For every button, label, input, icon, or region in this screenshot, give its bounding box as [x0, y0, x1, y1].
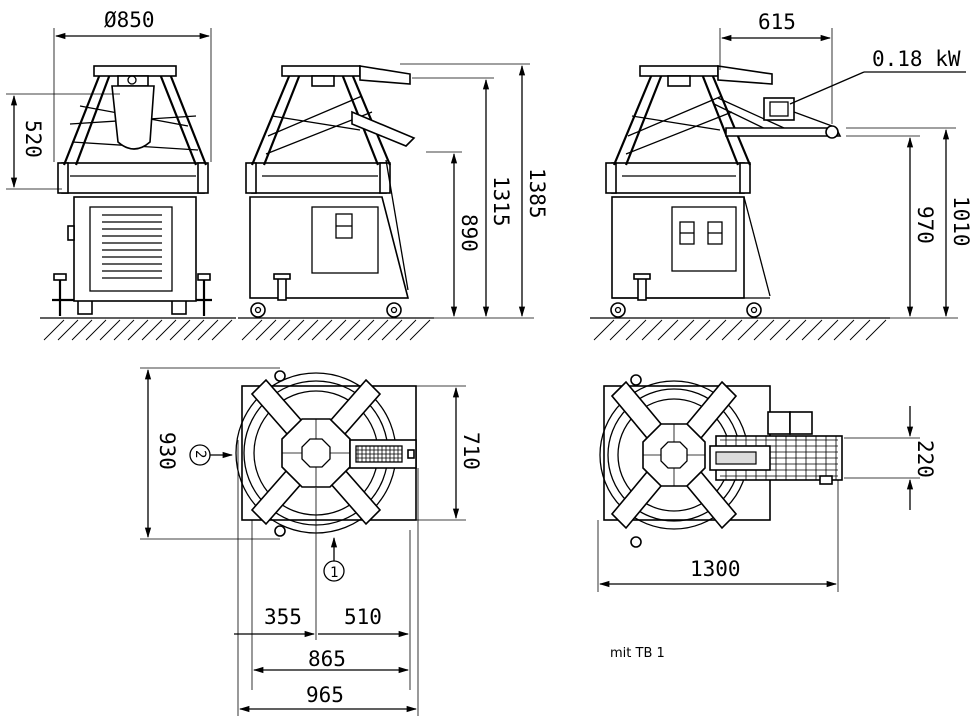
side-1385-label: 1385: [525, 168, 549, 219]
right-1010-label: 1010: [949, 196, 973, 247]
right-frame: [612, 65, 773, 166]
plan-view-2: 220 1300: [597, 374, 937, 592]
front-bowl: [61, 162, 205, 194]
right-615-label: 615: [758, 10, 796, 34]
front-height-label: 520: [21, 120, 45, 158]
side-890-label: 890: [457, 214, 481, 252]
plan2-1300-label: 1300: [690, 557, 741, 581]
side-dimension-1315: 1315: [412, 77, 513, 318]
side-wheels: [250, 273, 402, 318]
plan-510-label: 510: [344, 605, 382, 629]
right-dimension-1010: 1010: [846, 127, 973, 318]
side-ground-hatch: [238, 317, 434, 341]
plan-1-horizontal-dims: 355 510 865 965: [234, 440, 419, 716]
right-970-label: 970: [913, 206, 937, 244]
plan-2-dimension-1300: 1300: [597, 480, 839, 592]
plan-965-label: 965: [306, 683, 344, 707]
plan-710-label: 710: [459, 432, 483, 470]
motor-power-label: 0.18 kW: [872, 47, 961, 71]
side-base-cabinet: [249, 196, 410, 299]
right-ground-hatch: [590, 317, 890, 341]
plan-355-label: 355: [264, 605, 302, 629]
marker-1-label: 1: [330, 565, 338, 581]
marker-2: 2: [189, 444, 234, 466]
front-dimension-520: 520: [6, 93, 120, 190]
right-dimension-615: 615: [719, 10, 833, 124]
plan-2-motor-housing: [709, 411, 843, 485]
side-dimension-890: 890: [426, 151, 534, 319]
plan-1-dimension-930: 930: [140, 367, 280, 540]
right-view: 615 0.18 kW 970 1010: [590, 10, 973, 341]
side-view: 890 1315 1385: [238, 63, 549, 341]
side-bowl: [251, 162, 387, 194]
right-base-cabinet: [611, 196, 745, 299]
marker-1: 1: [323, 536, 345, 582]
side-1315-label: 1315: [489, 176, 513, 227]
right-motor: [713, 97, 842, 139]
right-dimension-970: 970: [846, 135, 958, 319]
front-ground-hatch: [40, 317, 236, 341]
front-vent-grille: [102, 214, 162, 279]
front-diameter-label: Ø850: [104, 8, 155, 32]
front-view: Ø850 520: [6, 8, 236, 341]
plan-1-dimension-710: 710: [416, 385, 483, 521]
plan-865-label: 865: [308, 647, 346, 671]
model-note: mit TB 1: [610, 646, 665, 661]
front-base-cabinet: [73, 196, 197, 302]
right-wheels: [610, 273, 762, 318]
motor-power-callout: 0.18 kW: [789, 47, 966, 105]
plan2-220-label: 220: [913, 440, 937, 478]
front-frame: [62, 65, 208, 166]
plan-930-label: 930: [155, 432, 179, 470]
plan-1-chute: [349, 439, 417, 469]
plan-2-dimension-220: 220: [844, 406, 937, 510]
side-frame: [250, 65, 416, 291]
right-bowl: [611, 162, 745, 194]
marker-2-label: 2: [192, 450, 208, 458]
side-dimension-1385: 1385: [400, 63, 549, 318]
plan-view-1: 930 710 2 1 355 510: [140, 367, 483, 716]
front-dimension-diameter: Ø850: [53, 8, 212, 162]
